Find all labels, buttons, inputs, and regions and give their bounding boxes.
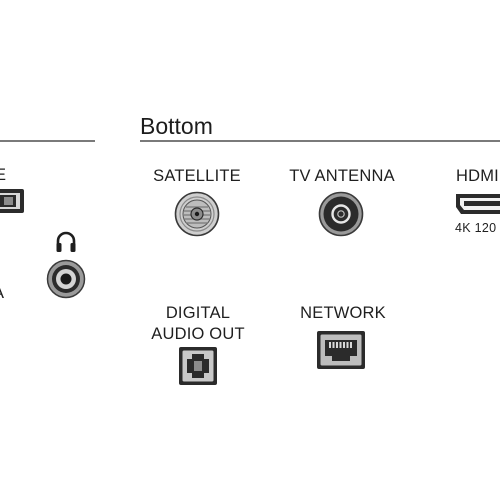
digital-audio-out-label-line2: AUDIO OUT bbox=[151, 325, 245, 343]
optical-toslink-icon bbox=[178, 346, 218, 386]
ethernet-rj45-icon bbox=[316, 330, 366, 370]
satellite-label: SATELLITE bbox=[153, 167, 241, 185]
hdmi-label: HDMI bbox=[456, 167, 499, 185]
f-connector-icon bbox=[174, 191, 220, 237]
hdmi-sub-label: 4K 120 bbox=[455, 221, 497, 235]
section-title: Bottom bbox=[140, 113, 213, 139]
left-section-rule bbox=[0, 140, 95, 142]
left-port-label-partial: E bbox=[0, 166, 7, 184]
headphone-jack-icon bbox=[46, 259, 86, 299]
hdmi-port-icon bbox=[455, 192, 500, 216]
tv-antenna-label: TV ANTENNA bbox=[289, 167, 395, 185]
headphone-icon bbox=[54, 230, 78, 254]
left-port-icon-partial bbox=[0, 188, 26, 214]
left-port-label-partial-2: A bbox=[0, 283, 4, 304]
network-label: NETWORK bbox=[300, 304, 386, 322]
section-rule bbox=[140, 140, 500, 142]
digital-audio-out-label-line1: DIGITAL bbox=[165, 304, 231, 322]
coax-antenna-icon bbox=[318, 191, 364, 237]
